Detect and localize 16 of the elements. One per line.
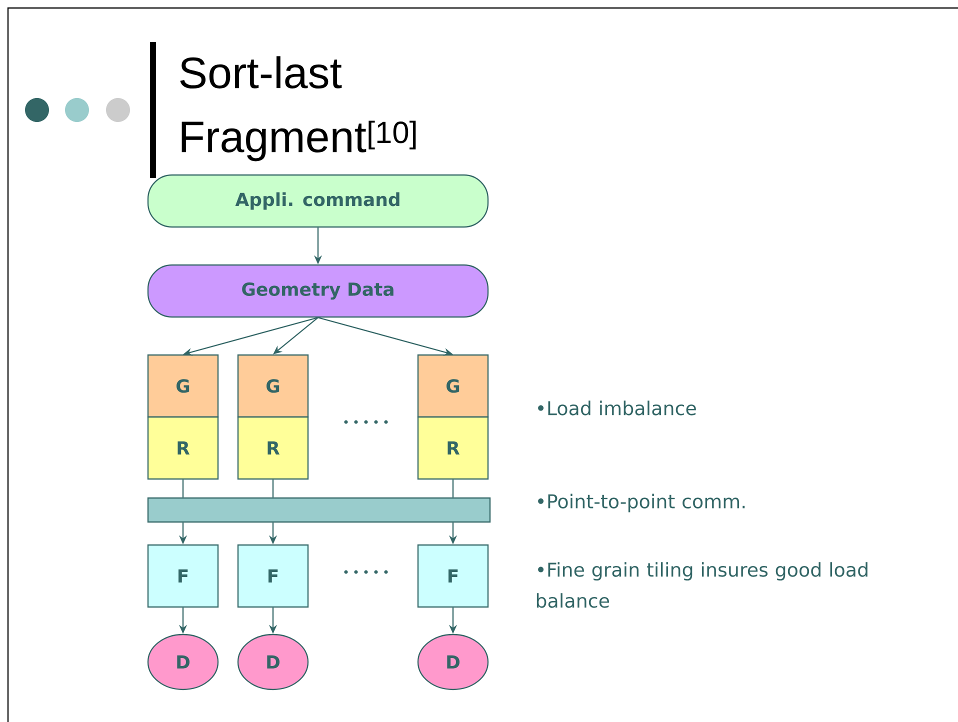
stage-box: R [417, 416, 489, 480]
stage-box: F [147, 544, 219, 608]
stage-box: F [237, 544, 309, 608]
process-box: Appli. command [147, 174, 489, 228]
stage-box: R [237, 416, 309, 480]
title: Sort-last Fragment$^{[10]}$ [180, 56, 416, 162]
network-bar [147, 497, 491, 523]
data-box: Geometry Data [147, 264, 489, 318]
stage-box: F [417, 544, 489, 608]
note-text: •Load imbalance [538, 400, 696, 416]
note-text: •Fine grain tiling insures good load balance [536, 562, 868, 608]
note-text: •Point-to-point comm. [538, 494, 745, 512]
stage-box: G [237, 354, 309, 418]
stage-box: G [417, 354, 489, 418]
stage-box: G [147, 354, 219, 418]
stage-box: R [147, 416, 219, 480]
